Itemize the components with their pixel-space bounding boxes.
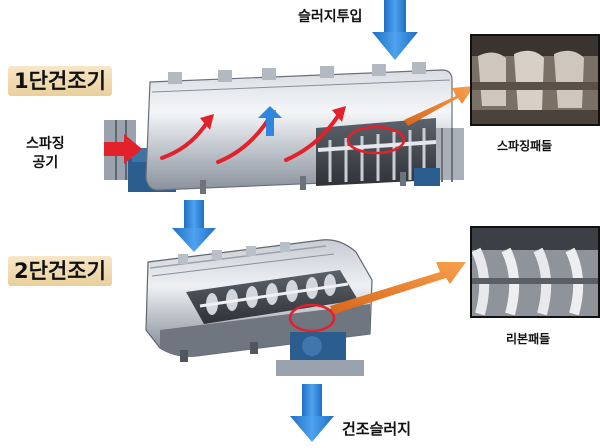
ribbon-paddle-photo: [470, 226, 600, 318]
ribbon-paddle-label: 리본패들: [506, 332, 551, 346]
stage2-dryer: [145, 239, 373, 376]
sludge-input-label: 슬러지투입: [298, 9, 363, 25]
sludge-input-arrow: [372, 0, 418, 60]
stage1-highlight-circle: [346, 125, 406, 155]
sparging-air-label: 스파징 공기: [26, 135, 65, 173]
sparging-paddle-label: 스파징패들: [497, 139, 553, 153]
stage2-label: 2단건조기: [8, 256, 112, 286]
transfer-arrow: [172, 200, 216, 252]
sparging-air-label-line2: 공기: [32, 155, 59, 171]
red-flow-arrows: [160, 114, 340, 164]
dried-sludge-output-arrow: [290, 384, 334, 442]
sparging-paddle-photo: [470, 34, 600, 126]
sparging-air-label-line1: 스파징: [26, 136, 65, 152]
internal-blue-arrow: [258, 106, 282, 136]
stage2-highlight-circle: [288, 303, 336, 333]
stage1-label: 1단건조기: [8, 66, 112, 96]
sparging-air-arrow: [104, 134, 142, 164]
dried-sludge-label: 건조슬러지: [342, 420, 412, 438]
stage1-dryer: [104, 62, 464, 194]
orange-arrow-2: [330, 262, 466, 314]
orange-arrow-1: [404, 86, 474, 126]
